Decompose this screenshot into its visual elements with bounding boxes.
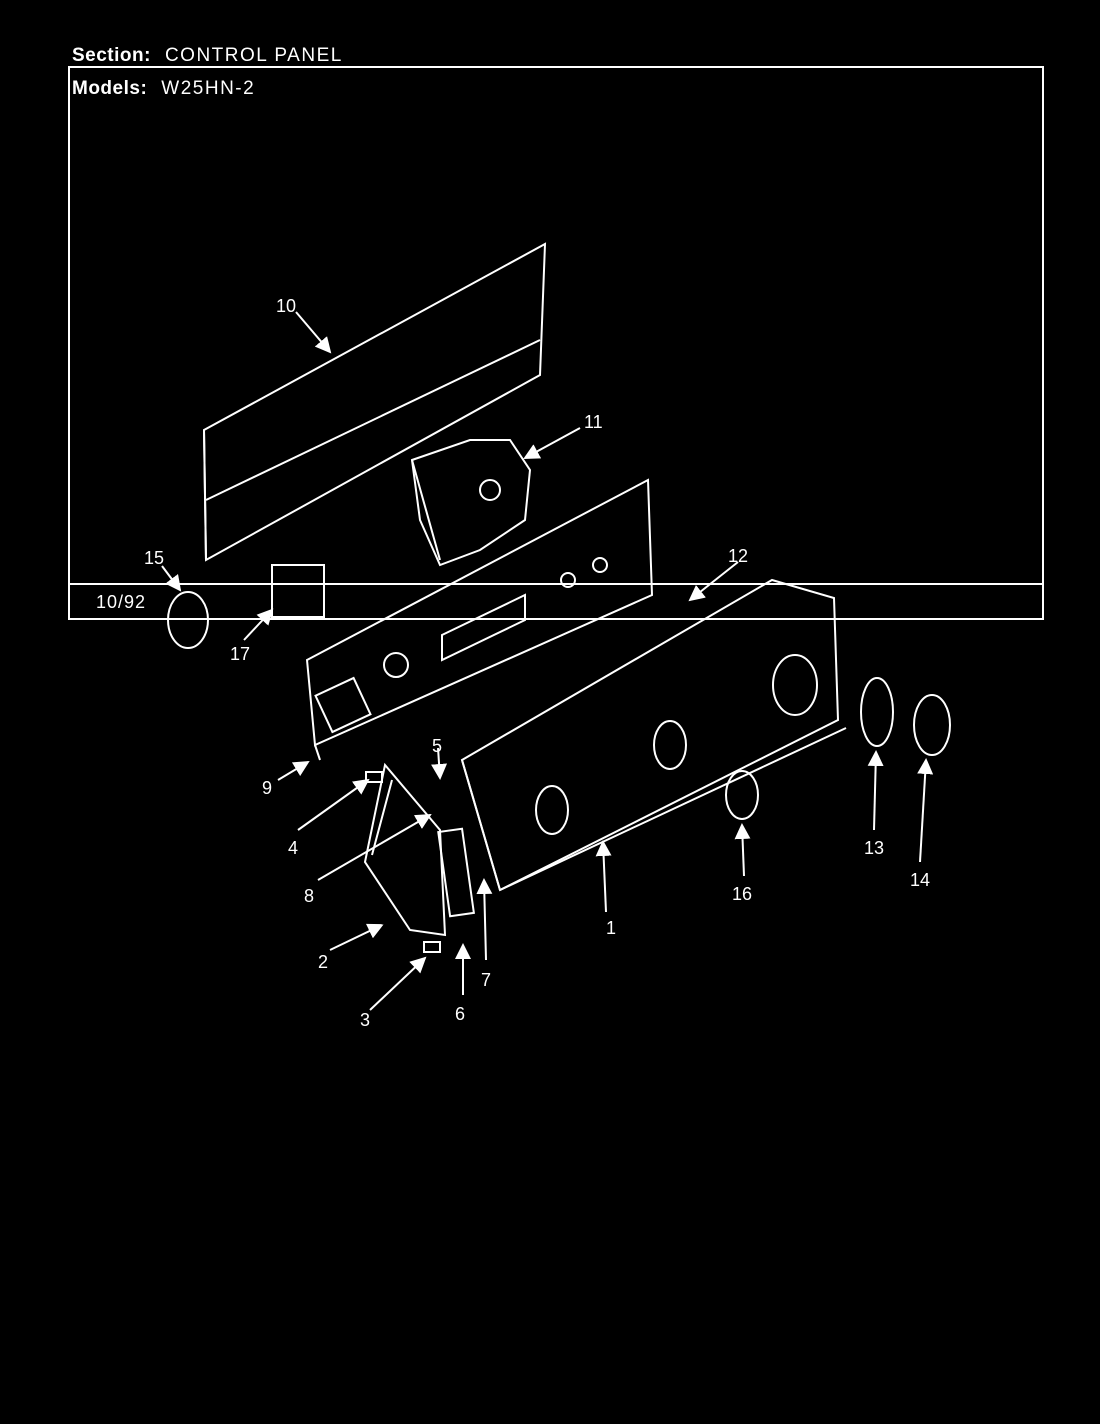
section-value: CONTROL PANEL — [164, 45, 343, 66]
footer-divider — [70, 583, 1044, 585]
callout-14: 14 — [910, 870, 930, 890]
knob-16-part — [725, 770, 759, 820]
leader-12 — [688, 561, 739, 602]
rear-cover-panel — [202, 242, 547, 562]
leader-17 — [243, 608, 274, 641]
section-label: Section: — [72, 45, 151, 66]
section-heading: Section: CONTROL PANEL — [72, 45, 343, 67]
leader-15 — [161, 565, 182, 592]
main-control-panel — [460, 578, 847, 892]
models-value: W25HN-2 — [161, 78, 256, 99]
callout-7: 7 — [481, 970, 491, 990]
end-cap — [363, 762, 447, 937]
trim-strip — [437, 827, 475, 918]
callout-5: 5 — [432, 736, 442, 756]
callout-1: 1 — [606, 918, 616, 938]
clip-3 — [423, 941, 441, 953]
leader-13 — [867, 750, 884, 831]
leader-14 — [917, 758, 934, 863]
leader-2 — [329, 923, 384, 951]
diagram-frame — [68, 66, 1044, 620]
timer-part — [410, 439, 532, 567]
callout-4: 4 — [288, 838, 298, 858]
leader-7 — [476, 878, 493, 961]
callout-8: 8 — [304, 886, 314, 906]
switch-17-part — [271, 564, 325, 618]
callout-10: 10 — [276, 296, 296, 316]
callout-6: 6 — [455, 1004, 465, 1024]
knob-part — [913, 694, 951, 756]
callout-3: 3 — [360, 1010, 370, 1030]
leader-16 — [734, 823, 751, 877]
leader-5 — [431, 747, 448, 780]
leader-1 — [595, 840, 612, 913]
callout-16: 16 — [732, 884, 752, 904]
selector-switch-part — [167, 591, 209, 649]
callout-11: 11 — [584, 412, 603, 432]
callout-15: 15 — [144, 548, 164, 568]
callout-9: 9 — [262, 778, 272, 798]
leader-8 — [317, 813, 432, 881]
models-label: Models: — [72, 78, 148, 99]
leader-10 — [295, 311, 332, 354]
clip-4 — [365, 771, 383, 783]
leader-9 — [277, 760, 310, 781]
callout-13: 13 — [864, 838, 884, 858]
leader-3 — [369, 956, 427, 1011]
leader-11 — [523, 427, 581, 459]
callout-2: 2 — [318, 952, 328, 972]
leader-4 — [297, 778, 370, 831]
dial-part — [860, 677, 894, 747]
footer-date: 10/92 — [96, 592, 147, 612]
callout-12: 12 — [728, 546, 748, 566]
callout-17: 17 — [230, 644, 250, 664]
control-panel-backplate — [305, 478, 654, 761]
models-heading: Models: W25HN-2 — [72, 78, 255, 100]
